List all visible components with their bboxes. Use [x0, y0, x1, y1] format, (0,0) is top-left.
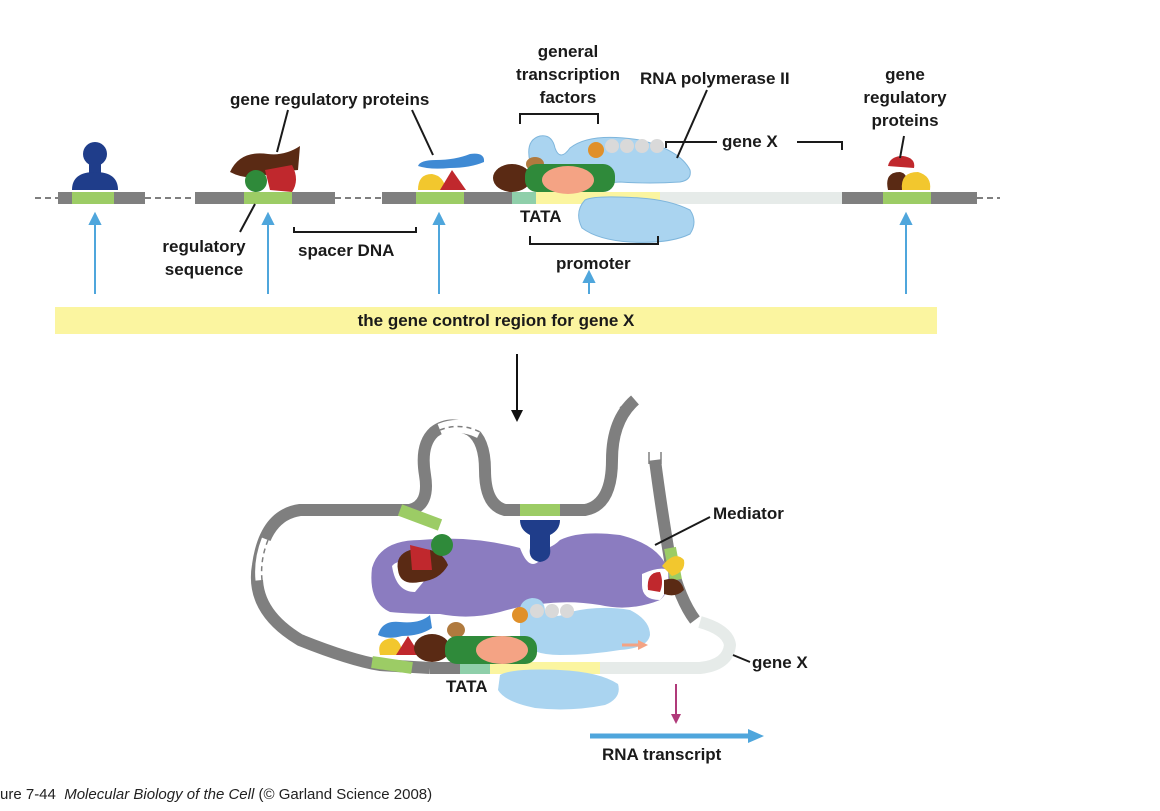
caption-book-title: Molecular Biology of the Cell — [64, 786, 255, 803]
caption-suffix: (© Garland Science 2008) — [258, 786, 433, 803]
general-transcription-factors — [493, 139, 664, 194]
navy-regulatory-protein — [72, 142, 118, 190]
rna-product-arrow — [671, 684, 681, 724]
label-promoter: promoter — [556, 254, 631, 273]
label-general-tf-line1: general — [537, 42, 599, 61]
bottom-proteins — [378, 520, 685, 710]
bottom-dna-loop — [250, 395, 737, 674]
regulatory-seq-3 — [416, 192, 464, 204]
label-gene-x-bottom: gene X — [752, 653, 808, 672]
label-gene-reg-right-line2: regulatory — [863, 88, 947, 107]
label-gene-x-top: gene X — [722, 132, 778, 151]
control-region-band — [55, 307, 937, 334]
label-mediator: Mediator — [713, 504, 784, 523]
label-general-transcription-factors: general transcription factors — [516, 40, 620, 109]
label-gene-regulatory-proteins-right: gene regulatory proteins — [852, 63, 958, 132]
regulatory-protein-cluster-2 — [230, 146, 300, 192]
caption-prefix: ure 7-44 — [0, 786, 56, 803]
label-general-tf-line2: transcription — [516, 65, 620, 84]
label-tata-bottom: TATA — [446, 677, 488, 696]
label-gene-control-region: the gene control region for gene X — [357, 311, 635, 330]
regulatory-protein-cluster-3 — [418, 153, 485, 190]
top-dna-strand — [35, 192, 1000, 204]
regulatory-protein-cluster-4 — [887, 156, 931, 190]
tata-box-top — [512, 192, 536, 204]
figure-caption: ure 7-44 Molecular Biology of the Cell (… — [0, 786, 432, 803]
label-gene-reg-right-line1: gene — [885, 65, 925, 84]
transition-arrow — [511, 354, 523, 422]
label-general-tf-line3: factors — [539, 88, 597, 107]
rna-transcript-arrow — [590, 729, 764, 743]
regulatory-seq-1 — [72, 192, 114, 204]
top-leader-lines — [239, 89, 905, 245]
label-gene-regulatory-proteins-left: gene regulatory proteins — [230, 90, 430, 109]
label-regulatory-sequence: regulatory sequence — [148, 235, 260, 281]
label-gene-reg-right-line3: proteins — [871, 111, 939, 130]
label-regulatory-line1: regulatory — [162, 237, 246, 256]
label-tata-top: TATA — [520, 207, 562, 226]
bottom-leader-lines — [654, 516, 751, 663]
label-spacer-dna: spacer DNA — [298, 241, 395, 260]
label-regulatory-line2: sequence — [164, 260, 244, 279]
label-rna-transcript: RNA transcript — [602, 745, 722, 764]
label-rna-polymerase-ii: RNA polymerase II — [640, 69, 790, 88]
regulatory-seq-2 — [244, 192, 292, 204]
top-proteins — [72, 135, 931, 243]
blue-arrows — [88, 211, 913, 294]
regulatory-seq-4 — [883, 192, 931, 204]
transcription-direction-arrow — [622, 640, 648, 650]
